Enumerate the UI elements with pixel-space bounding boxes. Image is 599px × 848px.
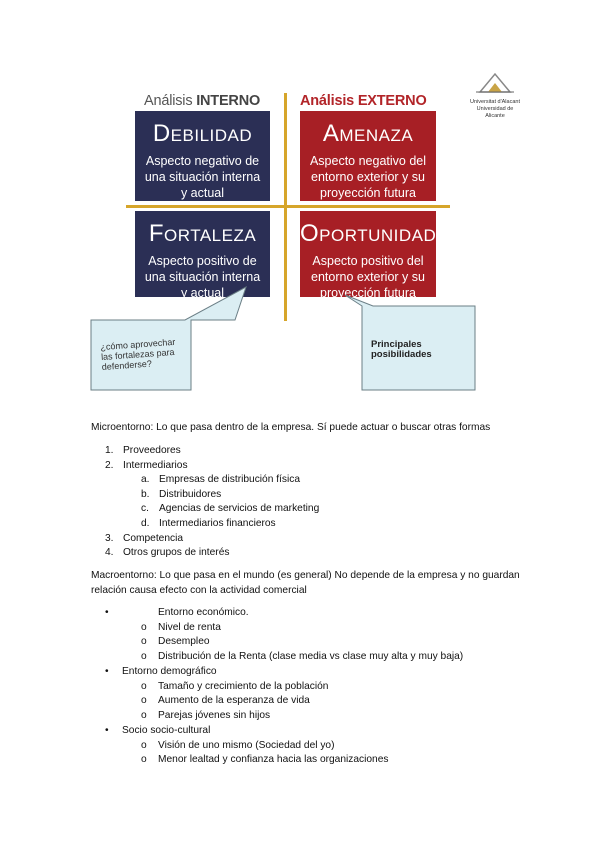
list-item-text: Visión de uno mismo (Sociedad del yo) (158, 740, 335, 751)
bullet-icon: o (141, 636, 147, 647)
callout-right-text: Principales posibilidades (371, 339, 432, 360)
university-logo: Universitat d'Alacant Universidad de Ali… (470, 70, 520, 119)
bullet-icon: • (105, 725, 109, 736)
bullet-icon: o (141, 754, 147, 765)
list-item: 1. (105, 445, 114, 456)
list-item-text: Empresas de distribución física (159, 474, 300, 485)
list-item-text: Tamaño y crecimiento de la población (158, 681, 329, 692)
list-item: b. (141, 489, 150, 500)
logo-line-2: Universidad de Alicante (476, 106, 514, 119)
quadrant-oportunidad: OPORTUNIDAD Aspecto positivo del entorno… (300, 211, 436, 300)
bullet-icon: o (141, 622, 147, 633)
quadrant-debilidad: DEBILIDAD Aspecto negativo de una situac… (135, 111, 270, 201)
list-item: 3. (105, 533, 114, 544)
list-item-text: Otros grupos de interés (123, 547, 230, 558)
list-item: a. (141, 474, 150, 485)
list-item-text: Menor lealtad y confianza hacia las orga… (158, 754, 389, 765)
list-item: c. (141, 503, 149, 514)
bullet-icon: o (141, 681, 147, 692)
bullet-icon: o (141, 651, 147, 662)
list-item-text: Entorno demográfico (122, 666, 217, 677)
list-item-text: Distribución de la Renta (clase media vs… (158, 651, 464, 662)
list-item-text: Entorno económico. (158, 607, 249, 618)
list-item-text: Parejas jóvenes sin hijos (158, 710, 271, 721)
quadrant-fortaleza: FORTALEZA Aspecto positivo de una situac… (135, 211, 270, 300)
quadrant-amenaza: AMENAZA Aspecto negativo del entorno ext… (300, 111, 436, 201)
micro-intro: Microentorno: Lo que pasa dentro de la e… (91, 422, 491, 433)
macro-intro-line-1: Macroentorno: Lo que pasa en el mundo (e… (91, 570, 520, 581)
list-item-text: Nivel de renta (158, 622, 221, 633)
list-item-text: Intermediarios (123, 460, 188, 471)
list-item-text: Proveedores (123, 445, 181, 456)
logo-line-1: Universitat d'Alacant (470, 99, 520, 105)
horizontal-axis-line (126, 205, 450, 208)
callout-right-bubble (344, 294, 476, 391)
list-item: 4. (105, 547, 114, 558)
external-header: Análisis EXTERNO (300, 93, 427, 109)
list-item-text: Desempleo (158, 636, 210, 647)
internal-header: Análisis INTERNO (144, 93, 261, 109)
university-logo-icon (476, 72, 514, 93)
callout-left-text: ¿cómo aprovechar las fortalezas para def… (100, 336, 176, 373)
list-item: 2. (105, 460, 114, 471)
list-item: d. (141, 518, 150, 529)
bullet-icon: • (105, 607, 109, 618)
bullet-icon: o (141, 695, 147, 706)
list-item-text: Competencia (123, 533, 184, 544)
macro-intro-line-2: relación causa efecto con la actividad c… (91, 585, 307, 596)
list-item-text: Aumento de la esperanza de vida (158, 695, 310, 706)
bullet-icon: • (105, 666, 109, 677)
list-item-text: Intermediarios financieros (159, 518, 276, 529)
callout-left-bubble (90, 285, 247, 391)
list-item-text: Socio socio-cultural (122, 725, 211, 736)
bullet-icon: o (141, 740, 147, 751)
callout-shapes (90, 285, 476, 391)
list-item-text: Agencias de servicios de marketing (159, 503, 320, 514)
bullet-icon: o (141, 710, 147, 721)
list-item-text: Distribuidores (159, 489, 222, 500)
